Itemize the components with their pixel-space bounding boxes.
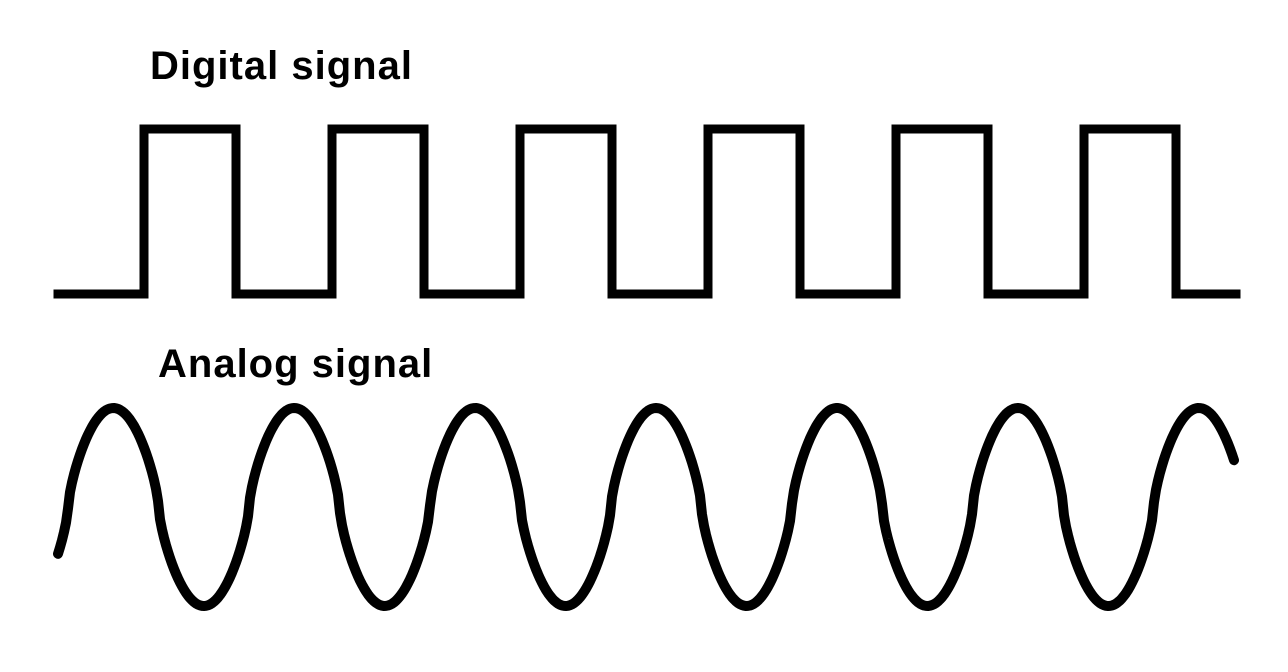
digital-signal-label: Digital signal (150, 44, 413, 88)
analog-sine-wave (53, 403, 1239, 611)
analog-signal-label: Analog signal (158, 342, 434, 386)
digital-square-wave (53, 124, 1241, 299)
digital-signal-waveform (53, 124, 1241, 299)
